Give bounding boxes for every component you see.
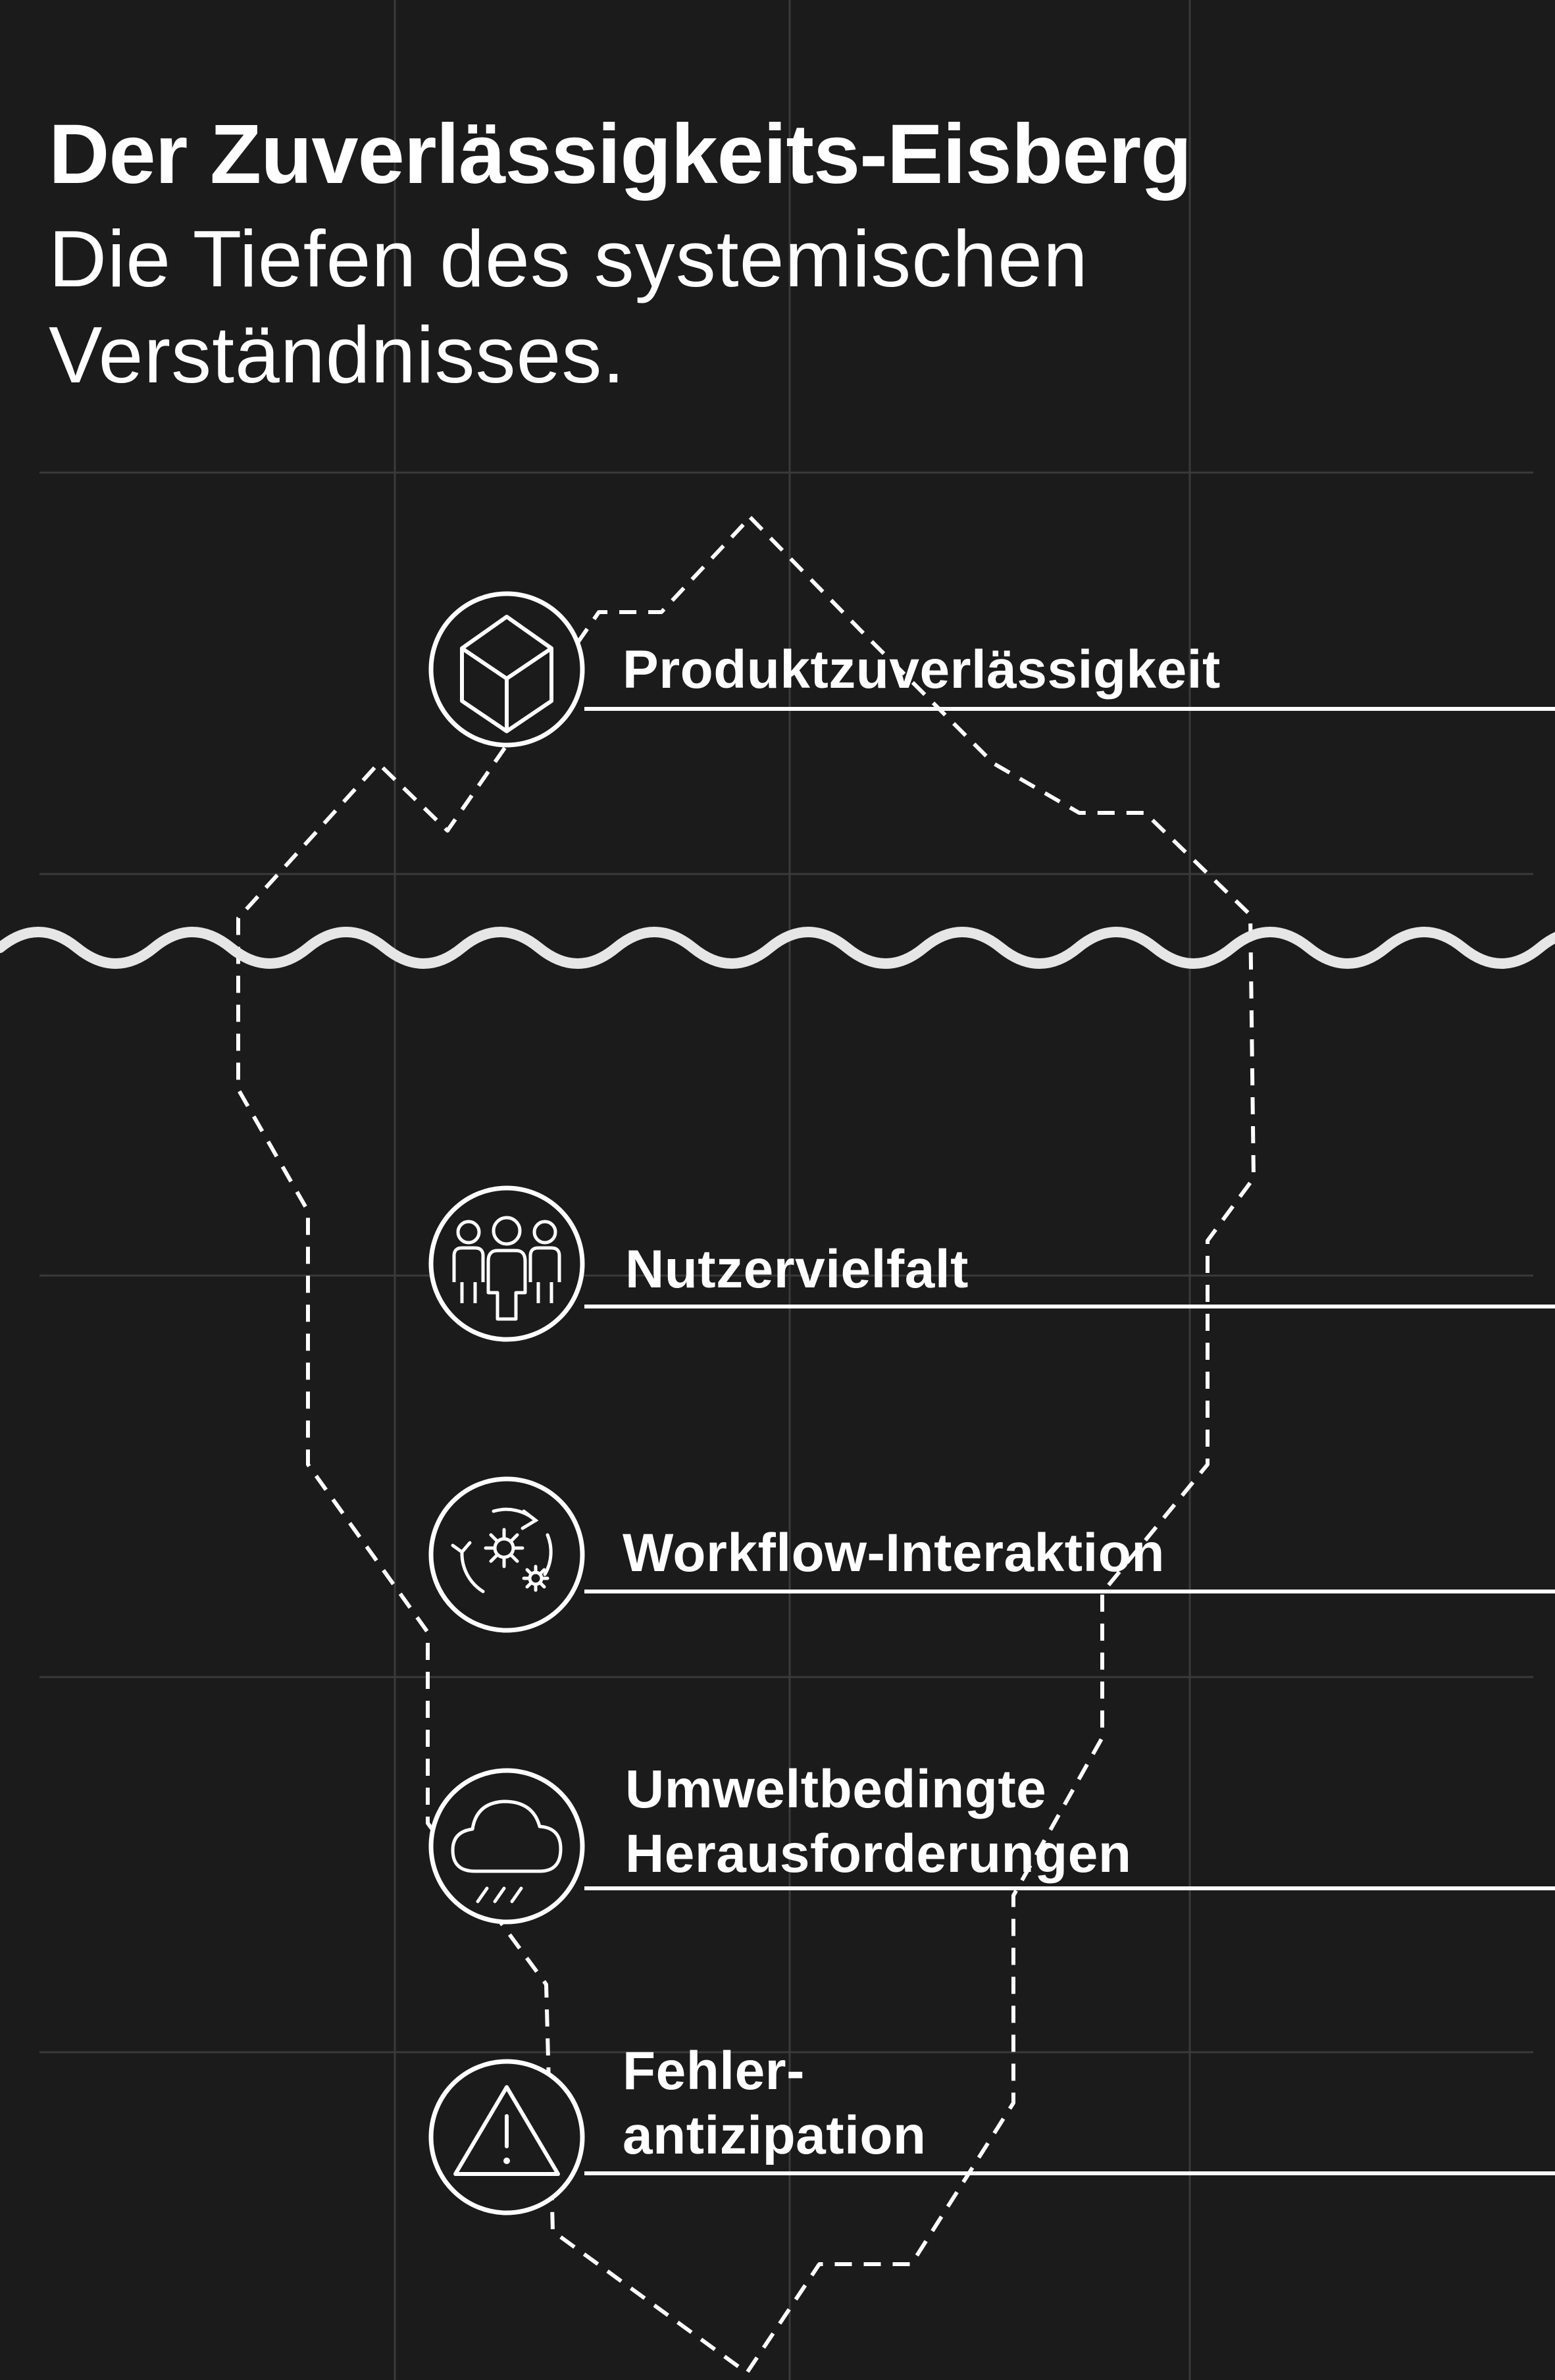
level-label-product-reliability: Produktzuverlässigkeit [623, 638, 1221, 702]
level-label-line: Fehler- [623, 2041, 805, 2101]
background-grid [39, 0, 1533, 2380]
level-label-line: Herausforderungen [625, 1824, 1132, 1884]
level-label-workflow-interaction: Workflow-Interaktion [623, 1521, 1165, 1586]
level-label-user-diversity: Nutzervielfalt [625, 1237, 969, 1302]
level-label-line: Nutzervielfalt [625, 1239, 969, 1299]
level-label-line: Workflow-Interaktion [623, 1523, 1165, 1583]
page-subtitle: Die Tiefen des systemischen Verständniss… [49, 211, 1299, 403]
level-label-environmental-challenges: Umweltbedingte Herausforderungen [625, 1757, 1131, 1886]
level-label-line: Produktzuverlässigkeit [623, 640, 1221, 700]
level-label-failure-anticipation: Fehler- antizipation [623, 2039, 927, 2168]
level-label-line: Umweltbedingte [625, 1759, 1047, 1819]
subtitle-line-1: Die Tiefen des systemischen [49, 214, 1088, 303]
icon-circles [428, 591, 585, 2215]
leader-lines [584, 707, 1555, 2175]
users-icon [452, 1216, 561, 1321]
waterline-wave [0, 927, 1555, 969]
warning-triangle-icon [453, 2085, 560, 2176]
subtitle-line-2: Verständnisses. [49, 310, 626, 400]
workflow-gears-icon [451, 1507, 553, 1593]
level-label-line: antizipation [623, 2106, 927, 2165]
cube-icon [460, 615, 553, 733]
rain-cloud-icon [451, 1799, 563, 1903]
iceberg-outline [236, 515, 1256, 2375]
page-title: Der Zuverlässigkeits-Eisberg [49, 107, 1192, 201]
